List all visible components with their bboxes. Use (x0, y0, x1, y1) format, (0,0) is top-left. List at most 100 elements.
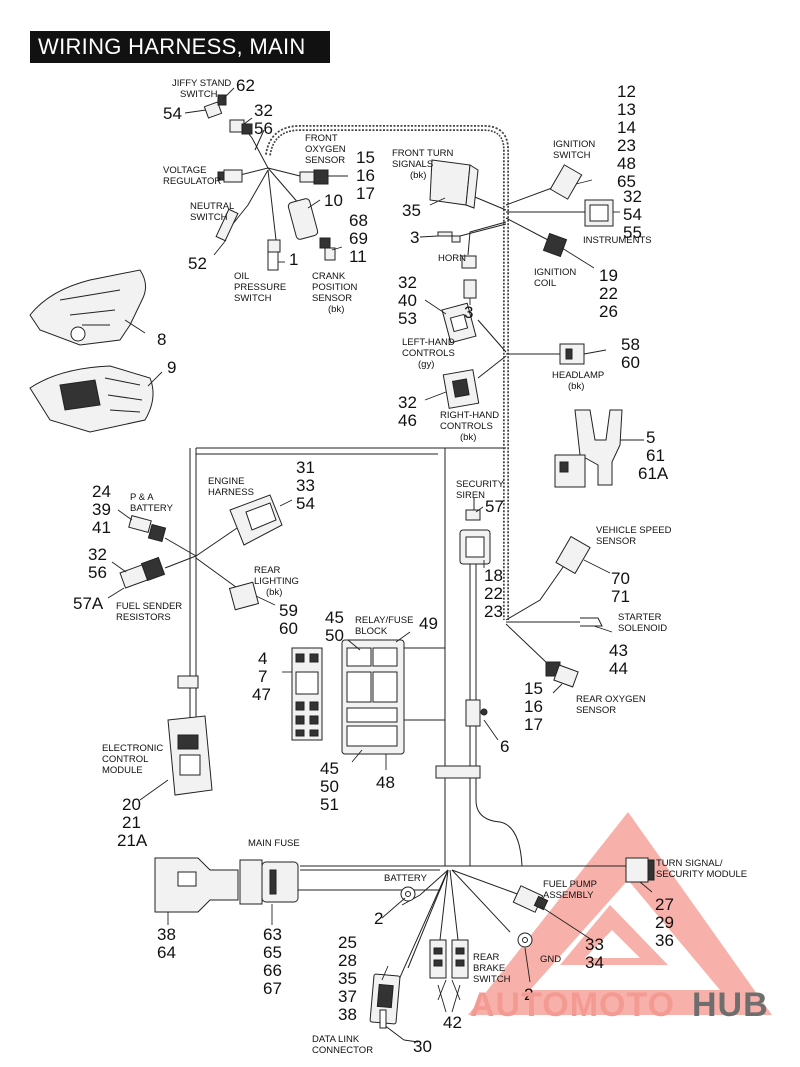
callout-data-link-30: 30 (413, 1037, 432, 1056)
callout-battery-2: 2 (374, 909, 383, 928)
instruments-connector (584, 199, 614, 227)
components (29, 94, 655, 1029)
vehicle-speed-sensor-connector (555, 535, 591, 575)
harness-wires (164, 119, 626, 1041)
ignition-switch-connector (549, 164, 583, 200)
horn-connectors (437, 231, 477, 299)
watermark-triangle-hole (585, 930, 640, 958)
neutral-switch (215, 208, 239, 242)
callout-rear-brake-42: 42 (443, 1013, 462, 1032)
handlebar-switch-housing-upper (29, 269, 146, 346)
callout-horn-3b: 3 (464, 303, 473, 322)
headlamp-connector (559, 343, 585, 365)
fuel-pump-connector (512, 885, 549, 913)
crank-position-sensor (287, 198, 336, 261)
front-turn-signals-connector (429, 159, 479, 209)
rear-brake-switch-connectors (429, 939, 469, 979)
jiffy-stand-switch (203, 94, 253, 135)
watermark-logo (468, 812, 772, 1015)
callout-fuel-sender-57a: 57A (73, 594, 104, 613)
handlebar-switch-housing-lower (29, 365, 154, 433)
battery-ring-terminal (400, 886, 416, 902)
diagram-title: WIRING HARNESS, MAIN (30, 31, 330, 63)
relay-fuse-block (341, 639, 405, 755)
watermark-text-hub: HUB (692, 986, 769, 1024)
watermark-text-auto: AUTOMOTO (470, 986, 675, 1024)
pa-battery-connector (128, 515, 167, 543)
callout-handlebar-8: 8 (157, 330, 166, 349)
watermark-text: AUTOMOTO HUB (470, 986, 769, 1024)
voltage-regulator-connector (217, 169, 243, 183)
security-siren (459, 509, 491, 565)
callout-relay-48: 48 (376, 773, 395, 792)
rear-lighting-connector (228, 581, 260, 611)
callout-relay-49: 49 (419, 614, 438, 633)
ignition-coil-connector (542, 232, 568, 258)
turn-signal-security-module (625, 857, 655, 883)
callout-neutral-52: 52 (188, 254, 207, 273)
harness-sleeve-mid (435, 765, 481, 779)
callout-leaders (107, 87, 653, 1043)
fuse-set (291, 647, 323, 741)
label-instruments: INSTRUMENTS (583, 235, 652, 246)
harness-sleeve-top (177, 675, 199, 689)
electronic-control-module (167, 715, 213, 796)
label-gnd: GND (540, 954, 561, 965)
callout-jiffy-62: 62 (236, 76, 255, 95)
engine-harness-connector (229, 494, 283, 546)
harness-clip (465, 699, 488, 727)
callout-horn-3a: 3 (410, 228, 419, 247)
callout-oil-1: 1 (289, 250, 298, 269)
oil-pressure-switch (267, 239, 281, 271)
callout-regulator-10: 10 (324, 191, 343, 210)
